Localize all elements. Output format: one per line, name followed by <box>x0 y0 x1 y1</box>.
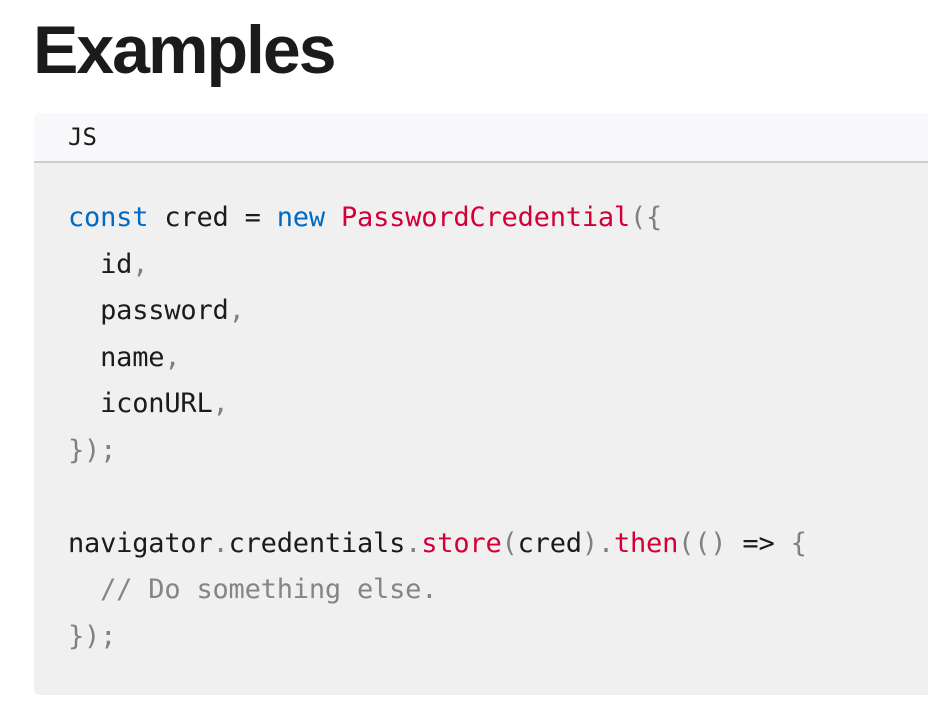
code-line: iconURL, <box>68 388 229 419</box>
code-line <box>68 474 928 521</box>
code-line: // Do something else. <box>68 574 438 605</box>
code-example: JS const cred = new PasswordCredential({… <box>34 113 928 695</box>
code-line: name, <box>68 341 181 373</box>
code-line: }); <box>68 434 117 466</box>
code-line: }); <box>68 620 117 652</box>
code-line: navigator.credentials.store(cred).then((… <box>68 527 807 559</box>
code-line: const cred = new PasswordCredential({ <box>68 202 663 233</box>
code-block[interactable]: const cred = new PasswordCredential({ id… <box>34 163 928 695</box>
code-line: password, <box>68 295 245 326</box>
code-line: id, <box>68 248 149 280</box>
language-label: JS <box>68 123 97 151</box>
page-title: Examples <box>33 12 337 88</box>
code-example-header: JS <box>34 113 928 163</box>
